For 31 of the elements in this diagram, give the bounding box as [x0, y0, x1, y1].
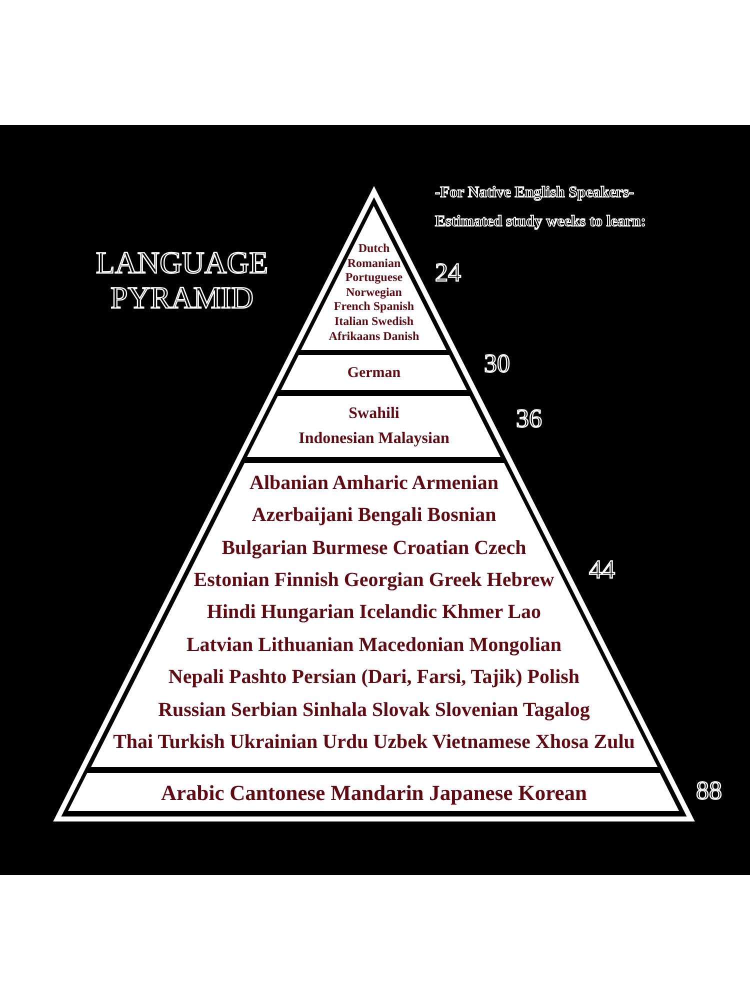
language-names: Arabic Cantonese Mandarin Japanese Korean — [160, 780, 587, 804]
language-names: Estonian Finnish Georgian Greek Hebrew — [194, 568, 554, 594]
language-names: Portuguese — [345, 270, 403, 285]
language-names: Latvian Lithuanian Macedonian Mongolian — [186, 632, 562, 658]
note-text: Estimated study weeks to learn: — [435, 212, 646, 232]
diagram-title: LANGUAGE PYRAMID — [96, 245, 268, 315]
language-names: Swahili — [348, 404, 400, 424]
week-count: 36 — [516, 406, 542, 432]
week-count: 30 — [484, 351, 510, 377]
week-count: 44 — [589, 557, 615, 583]
week-count: 88 — [696, 778, 722, 804]
language-names: Bulgarian Burmese Croatian Czech — [222, 536, 526, 561]
language-names: Thai Turkish Ukrainian Urdu Uzbek Vietnamese Xhosa Zulu — [113, 730, 635, 756]
language-names: Afrikaans Danish — [328, 328, 420, 344]
note-text: -For Native English Speakers- — [435, 183, 634, 203]
pyramid-tier — [247, 396, 501, 457]
language-names: Italian Swedish — [334, 314, 414, 329]
language-names: German — [347, 364, 401, 383]
language-names: French Spanish — [334, 299, 414, 314]
language-names: Nepali Pashto Persian (Dari, Farsi, Tajik) Polish — [168, 665, 580, 690]
language-names: Dutch — [358, 241, 390, 256]
pyramid-tier — [68, 773, 680, 811]
language-names: Indonesian Malaysian — [298, 428, 450, 448]
language-names: Albanian Amharic Armenian — [250, 470, 498, 496]
pyramid-tier — [90, 463, 658, 767]
week-count: 24 — [435, 260, 461, 286]
language-names: Azerbaijani Bengali Bosnian — [252, 503, 496, 528]
language-names: Romanian — [347, 256, 401, 270]
language-names: Norwegian — [346, 284, 402, 300]
language-names: Russian Serbian Sinhala Slovak Slovenian Tagalog — [158, 698, 590, 723]
language-names: Hindi Hungarian Icelandic Khmer Lao — [206, 600, 542, 626]
